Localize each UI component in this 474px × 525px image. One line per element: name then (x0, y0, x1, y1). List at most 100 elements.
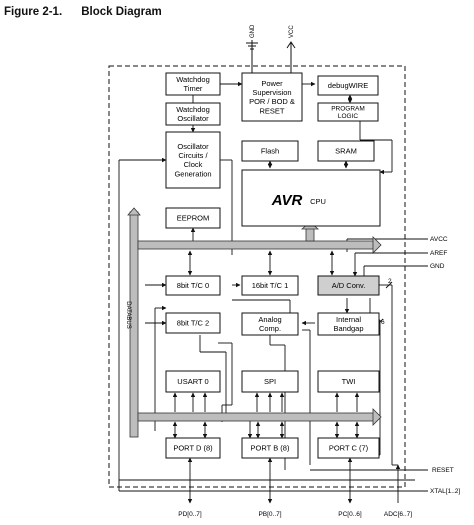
block-label-line: PORT B (8) (251, 444, 290, 453)
block-frame (165, 437, 221, 459)
figure-number: Figure 2-1. (4, 6, 63, 18)
block-label-line: Watchdog (176, 75, 210, 84)
pd-label: PD[0..7] (178, 511, 202, 518)
block-frame (241, 437, 299, 459)
adc-mux-width: 2 (388, 278, 392, 285)
block-label-line: Power (261, 79, 283, 88)
block-label-line: RESET (259, 106, 284, 115)
cpu-label-group: AVR CPU (271, 192, 326, 209)
block-debugwire: debugWIRE (317, 75, 379, 96)
chip-boundary (108, 65, 406, 488)
block-frame (165, 370, 221, 393)
block-tc2: 8bit T/C 2 (165, 312, 221, 334)
block-label-line: Timer (184, 84, 203, 93)
wiring (118, 81, 428, 504)
block-label-line: Analog (258, 315, 281, 324)
block-label-line: Oscillator (177, 142, 209, 151)
block-frame (241, 169, 381, 227)
block-portb: PORT B (8) (241, 437, 299, 459)
block-label-line: PROGRAM (331, 105, 365, 112)
block-label-line: Supervision (252, 88, 291, 97)
avcc-label: AVCC (430, 236, 448, 243)
vcc-label: VCC (289, 25, 295, 38)
gnd-label: GND (250, 24, 256, 38)
agnd-label: GND (430, 263, 445, 270)
block-frame (165, 131, 221, 189)
block-label-line: Clock (184, 160, 203, 169)
block-label-line: SPI (264, 377, 276, 386)
block-portc: PORT C (7) (317, 437, 380, 459)
blocks-layer: WatchdogTimerWatchdogOscillatorOscillato… (165, 72, 381, 459)
block-sram: SRAM (317, 140, 375, 162)
pc-label: PC[0..6] (338, 511, 362, 518)
block-frame (317, 102, 379, 122)
block-frame (241, 72, 303, 122)
reset-label: RESET (432, 467, 454, 474)
adc-in-width: 6 (381, 319, 385, 326)
block-frame (165, 312, 221, 334)
block-spi: SPI (241, 370, 299, 393)
block-frame (241, 275, 299, 296)
block-label-line: Generation (174, 169, 211, 178)
block-frame (165, 207, 221, 229)
figure-caption: Figure 2-1. Block Diagram (4, 6, 162, 18)
block-label-line: A/D Conv. (332, 281, 366, 290)
block-eeprom: EEPROM (165, 207, 221, 229)
cpu-label: CPU (310, 197, 326, 206)
block-label-line: Oscillator (177, 114, 209, 123)
block-label-line: PORT D (8) (173, 444, 213, 453)
block-label-line: EEPROM (177, 214, 210, 223)
block-frame (241, 140, 299, 162)
adc67-label: ADC[6..7] (384, 511, 412, 518)
block-frame (165, 102, 221, 126)
block-portd: PORT D (8) (165, 437, 221, 459)
block-label-line: Watchdog (176, 105, 210, 114)
pb-label: PB[0..7] (258, 511, 281, 518)
block-label-line: 8bit T/C 0 (177, 281, 209, 290)
block-frame (317, 370, 380, 393)
block-label-line: Internal (336, 315, 361, 324)
block-adc: A/D Conv. (317, 275, 380, 296)
right-pin-labels: AVCC AREF GND RESET XTAL[1..2] (430, 236, 460, 495)
block-frame (241, 370, 299, 393)
block-label-line: POR / BOD & (249, 97, 295, 106)
aref-label: AREF (430, 250, 447, 257)
block-frame (165, 72, 221, 96)
block-label-line: PORT C (7) (329, 444, 369, 453)
block-twi: TWI (317, 370, 380, 393)
block-label-line: Circuits / (178, 151, 208, 160)
xtal-label: XTAL[1..2] (430, 488, 460, 495)
block-flash: Flash (241, 140, 299, 162)
block-label-line: SRAM (335, 147, 357, 156)
block-frame (241, 312, 299, 336)
gnd-pin: GND (246, 24, 258, 76)
block-label-line: Bandgap (333, 324, 363, 333)
vcc-pin: VCC (286, 25, 296, 76)
block-label-line: 8bit T/C 2 (177, 319, 209, 328)
block-label-line: 16bit T/C 1 (252, 281, 289, 290)
block-frame (317, 312, 380, 336)
block-cpu-box (241, 169, 381, 227)
block-label-line: Flash (261, 147, 279, 156)
block-frame (317, 140, 375, 162)
block-frame (317, 275, 380, 296)
block-label-line: TWI (342, 377, 356, 386)
figure-title: Block Diagram (81, 6, 162, 18)
block-label-line: LOGIC (338, 113, 359, 120)
block-label-line: Comp. (259, 324, 281, 333)
block-frame (165, 275, 221, 296)
databus-label: DATABUS (125, 301, 131, 328)
port-pin-labels: PD[0..7] PB[0..7] PC[0..6] ADC[6..7] (178, 511, 412, 518)
block-usart: USART 0 (165, 370, 221, 393)
avr-logo: AVR (271, 192, 303, 209)
block-label-line: USART 0 (177, 377, 208, 386)
block-label-line: debugWIRE (328, 81, 368, 90)
